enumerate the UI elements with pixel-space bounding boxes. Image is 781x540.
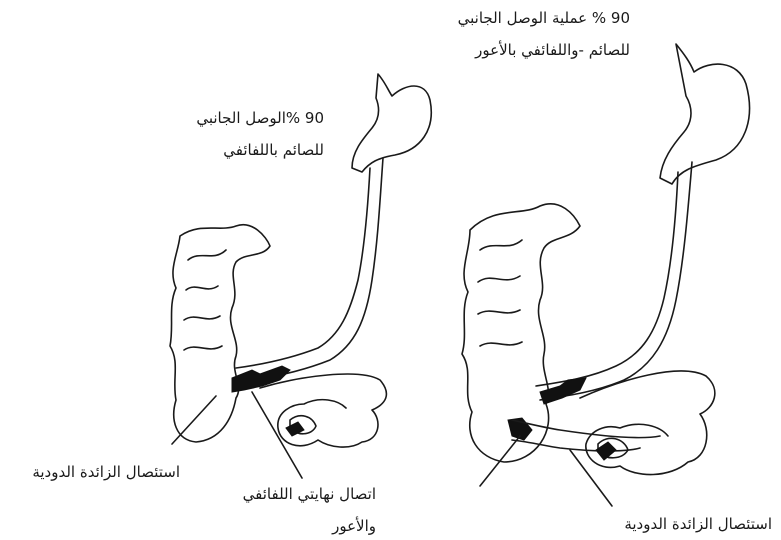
left-jejunoileal-bypass-drawing (170, 74, 431, 478)
left-colon (170, 225, 270, 442)
left-ileocecal-label-line2: والأعور (296, 516, 376, 536)
right-anastomosis-label-line2: للصائم -واللفائفي بالأعور (430, 40, 630, 60)
right-jejunum-tube-outer (540, 162, 692, 400)
left-ileum-loops (260, 374, 386, 447)
right-stomach (660, 44, 749, 184)
left-appendectomy-label: استئصال الزائدة الدودية (8, 462, 180, 482)
right-ileum-loops (580, 371, 715, 475)
right-anastomosis-label-line1: 90 % عملية الوصل الجانبي (430, 8, 630, 28)
left-anastomosis-label-line2: للصائم باللفائفي (176, 140, 324, 160)
left-stomach (352, 74, 431, 172)
left-appendix-pointer (172, 396, 216, 444)
left-anastomosis-label-line1: 90 %الوصل الجانبي (176, 108, 324, 128)
left-jejunum-tube-inner (236, 168, 370, 368)
left-jejunum-tube-outer (240, 158, 383, 382)
right-appendectomy-label: استئصال الزائدة الدودية (590, 514, 772, 534)
right-jejunoileal-bypass-drawing (462, 44, 749, 506)
left-ileocecal-label-line1: اتصال نهايتي اللفائفي (212, 484, 376, 504)
